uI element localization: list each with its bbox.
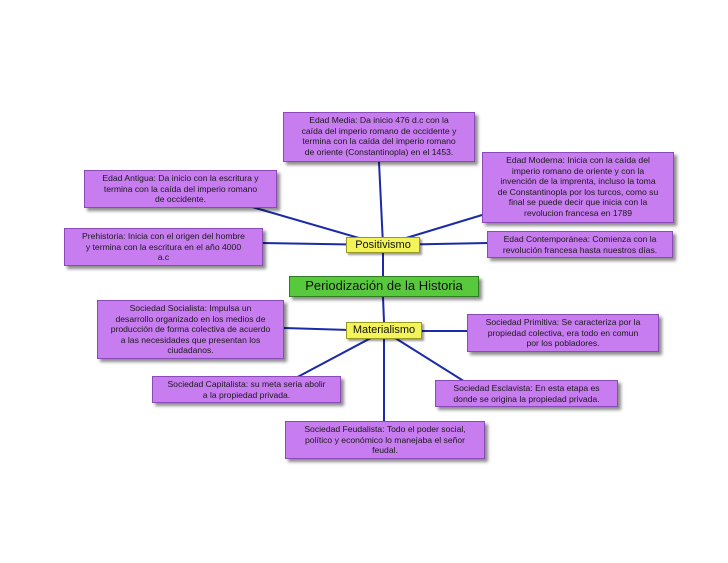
node-sociedad-socialista: Sociedad Socialista: Impulsa un desarrol… xyxy=(97,300,284,359)
node-sociedad-primitiva: Sociedad Primitiva: Se caracteriza por l… xyxy=(467,314,659,352)
central-topic: Periodización de la Historia xyxy=(289,276,479,297)
edge-center-materialismo xyxy=(382,296,385,323)
node-sociedad-feudalista: Sociedad Feudalista: Todo el poder socia… xyxy=(285,421,485,459)
node-edad-antigua: Edad Antigua: Da inicio con la escritura… xyxy=(84,170,277,208)
node-edad-media: Edad Media: Da inicio 476 d.c con la caí… xyxy=(283,112,475,162)
node-edad-contemporanea: Edad Contemporánea: Comienza con la revo… xyxy=(487,231,673,258)
edge-positivismo-edad-media xyxy=(378,161,384,246)
node-sociedad-esclavista: Sociedad Esclavista: En esta etapa es do… xyxy=(435,380,618,407)
node-prehistoria: Prehistoria: Inicia con el origen del ho… xyxy=(64,228,263,266)
hub-positivismo: Positivismo xyxy=(346,237,420,253)
edge-materialismo-esclavista xyxy=(383,330,471,386)
node-sociedad-capitalista: Sociedad Capitalista: su meta seria abol… xyxy=(152,376,341,403)
hub-materialismo: Materialismo xyxy=(346,322,422,339)
edge-materialismo-capitalista xyxy=(289,330,385,382)
node-edad-moderna: Edad Moderna: Inicia con la caída del im… xyxy=(482,152,674,223)
